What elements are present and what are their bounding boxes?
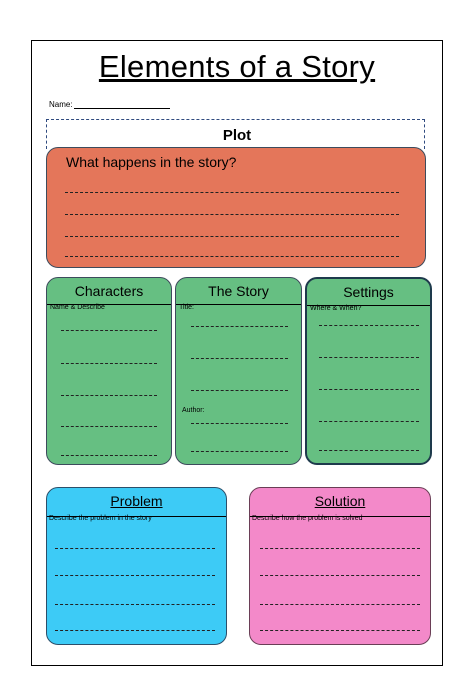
story-title-label: Title: <box>179 304 194 311</box>
name-label: Name: <box>49 100 73 109</box>
plot-title: Plot <box>222 127 252 144</box>
writing-line[interactable] <box>319 421 419 422</box>
solution-divider <box>250 516 430 517</box>
characters-subtitle: Name & Describe <box>50 304 105 311</box>
plot-dashed-frame <box>46 119 425 149</box>
writing-line[interactable] <box>260 575 420 576</box>
writing-line[interactable] <box>61 455 157 456</box>
plot-box: What happens in the story? <box>46 147 426 268</box>
writing-line[interactable] <box>191 451 288 452</box>
settings-box: Settings Where & When? <box>305 277 432 465</box>
writing-line[interactable] <box>260 548 420 549</box>
worksheet-page: Elements of a Story Name: Plot What happ… <box>31 40 443 666</box>
characters-title: Characters <box>74 283 144 299</box>
settings-subtitle: Where & When? <box>310 305 362 312</box>
settings-divider <box>307 305 430 306</box>
problem-divider <box>47 516 226 517</box>
writing-line[interactable] <box>319 357 419 358</box>
writing-line[interactable] <box>191 423 288 424</box>
characters-box: Characters Name & Describe <box>46 277 172 465</box>
writing-line[interactable] <box>191 326 288 327</box>
writing-line[interactable] <box>55 604 215 605</box>
solution-title: Solution <box>314 493 366 509</box>
problem-box: Problem Describe the problem in the stor… <box>46 487 227 645</box>
writing-line[interactable] <box>260 604 420 605</box>
writing-line[interactable] <box>191 358 288 359</box>
writing-line[interactable] <box>260 630 420 631</box>
the-story-title: The Story <box>208 283 269 299</box>
writing-line[interactable] <box>55 575 215 576</box>
writing-line[interactable] <box>61 426 157 427</box>
name-line[interactable] <box>73 100 170 109</box>
writing-line[interactable] <box>61 395 157 396</box>
writing-line[interactable] <box>319 450 419 451</box>
writing-line[interactable] <box>191 390 288 391</box>
writing-line[interactable] <box>61 363 157 364</box>
solution-subtitle: Describe how the problem is solved <box>252 515 363 522</box>
problem-subtitle: Describe the problem in the story <box>49 515 152 522</box>
the-story-box: The Story Title: Author: <box>175 277 302 465</box>
plot-question: What happens in the story? <box>66 154 237 170</box>
writing-line[interactable] <box>319 389 419 390</box>
writing-line[interactable] <box>55 630 215 631</box>
writing-line[interactable] <box>65 214 399 215</box>
writing-line[interactable] <box>55 548 215 549</box>
writing-line[interactable] <box>65 236 399 237</box>
problem-title: Problem <box>110 493 163 509</box>
settings-title: Settings <box>343 284 394 300</box>
story-author-label: Author: <box>182 407 205 414</box>
name-row: Name: <box>49 100 170 109</box>
characters-divider <box>47 304 171 305</box>
writing-line[interactable] <box>65 192 399 193</box>
writing-line[interactable] <box>319 325 419 326</box>
solution-box: Solution Describe how the problem is sol… <box>249 487 431 645</box>
page-title: Elements of a Story <box>98 49 376 84</box>
the-story-divider <box>176 304 301 305</box>
writing-line[interactable] <box>61 330 157 331</box>
writing-line[interactable] <box>65 256 399 257</box>
